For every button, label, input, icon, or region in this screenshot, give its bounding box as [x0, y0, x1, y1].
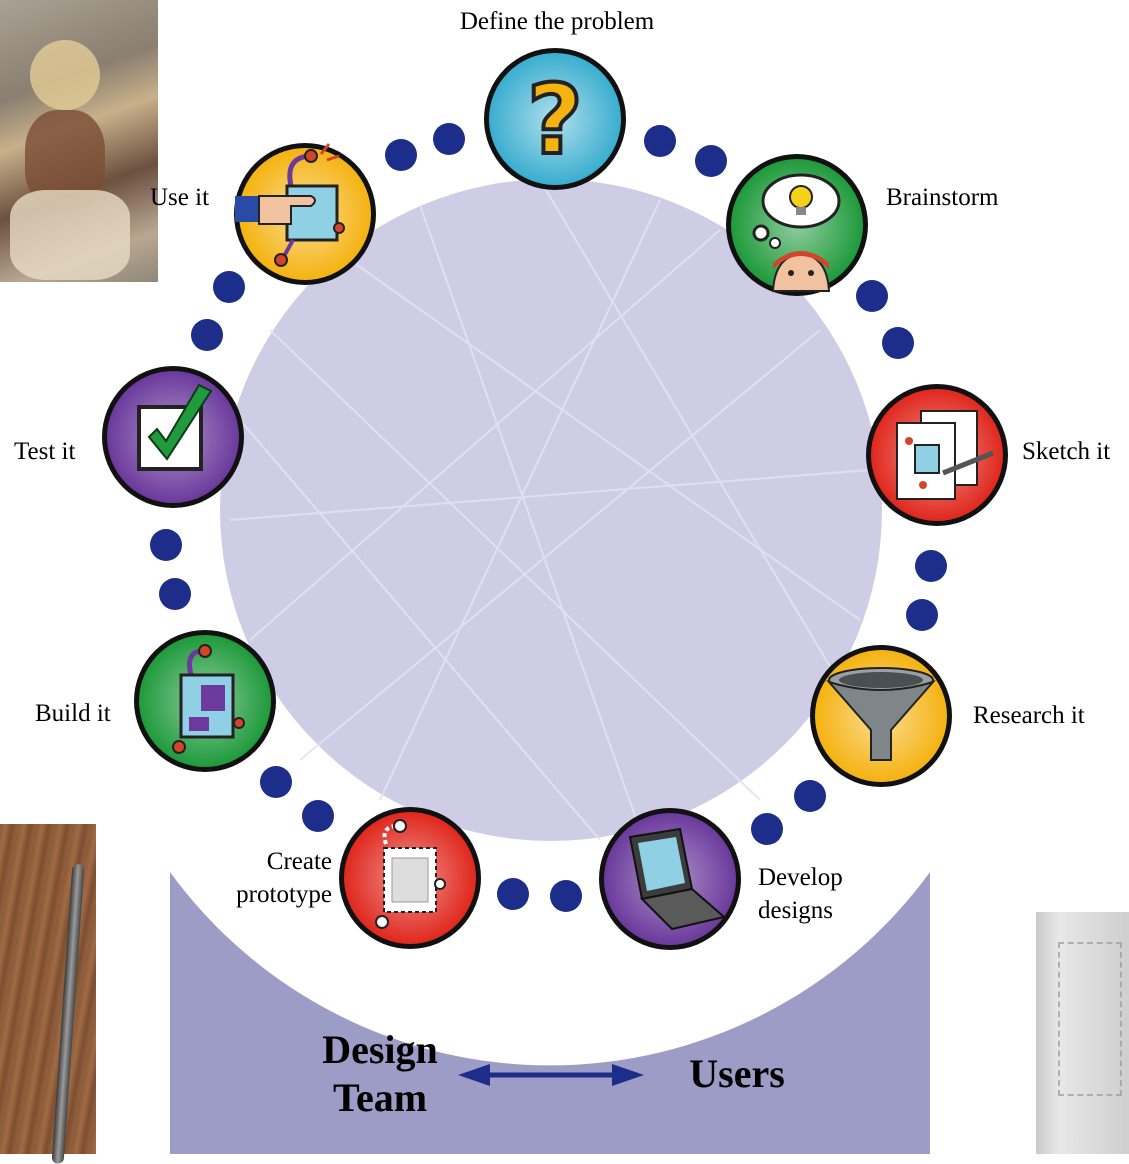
laptop-icon: [599, 808, 741, 950]
pen-on-desk-photo: [0, 824, 96, 1164]
step-label-designs: designs: [758, 896, 833, 924]
thought-bubble-lightbulb-icon: [726, 154, 868, 296]
step-label-use-it: Use it: [150, 184, 210, 211]
design-team-line1: Design: [322, 1027, 438, 1072]
hand-pointing-device-icon: [234, 143, 376, 285]
step-label-build-it: Build it: [35, 700, 111, 727]
prototype-blueprint-icon: [339, 807, 481, 949]
step-label-create-prototype: Create prototype: [208, 846, 332, 911]
users-label: Users: [689, 1051, 785, 1096]
question-mark-icon: ?: [484, 48, 626, 190]
build-device-icon: [134, 630, 276, 772]
step-label-develop: Develop: [758, 864, 843, 891]
step-label-create: Create: [266, 848, 332, 875]
step-label-brainstorm: Brainstorm: [886, 184, 999, 211]
double-arrow-icon: [458, 1064, 644, 1086]
design-team-label: Design Team: [300, 1026, 460, 1122]
center-circle-lines: [229, 179, 871, 841]
design-team-line2: Team: [332, 1075, 428, 1120]
checkbox-check-icon: [102, 366, 244, 508]
sketch-paper-pen-icon: [866, 384, 1008, 526]
svg-text:?: ?: [527, 64, 583, 176]
step-label-test-it: Test it: [14, 438, 76, 465]
step-label-define-the-problem: Define the problem: [459, 8, 655, 35]
step-label-prototype: prototype: [236, 880, 332, 908]
step-label-research-it: Research it: [973, 702, 1085, 729]
workshop-photo: [0, 0, 158, 282]
step-label-sketch-it: Sketch it: [1022, 438, 1111, 465]
step-label-develop-designs: Develop designs: [758, 862, 843, 927]
connector-dots: [150, 123, 947, 912]
center-circle: [220, 179, 882, 841]
paper-sketch-photo: [1036, 912, 1129, 1154]
bottom-panel: [170, 872, 930, 1154]
funnel-icon: [810, 645, 952, 787]
